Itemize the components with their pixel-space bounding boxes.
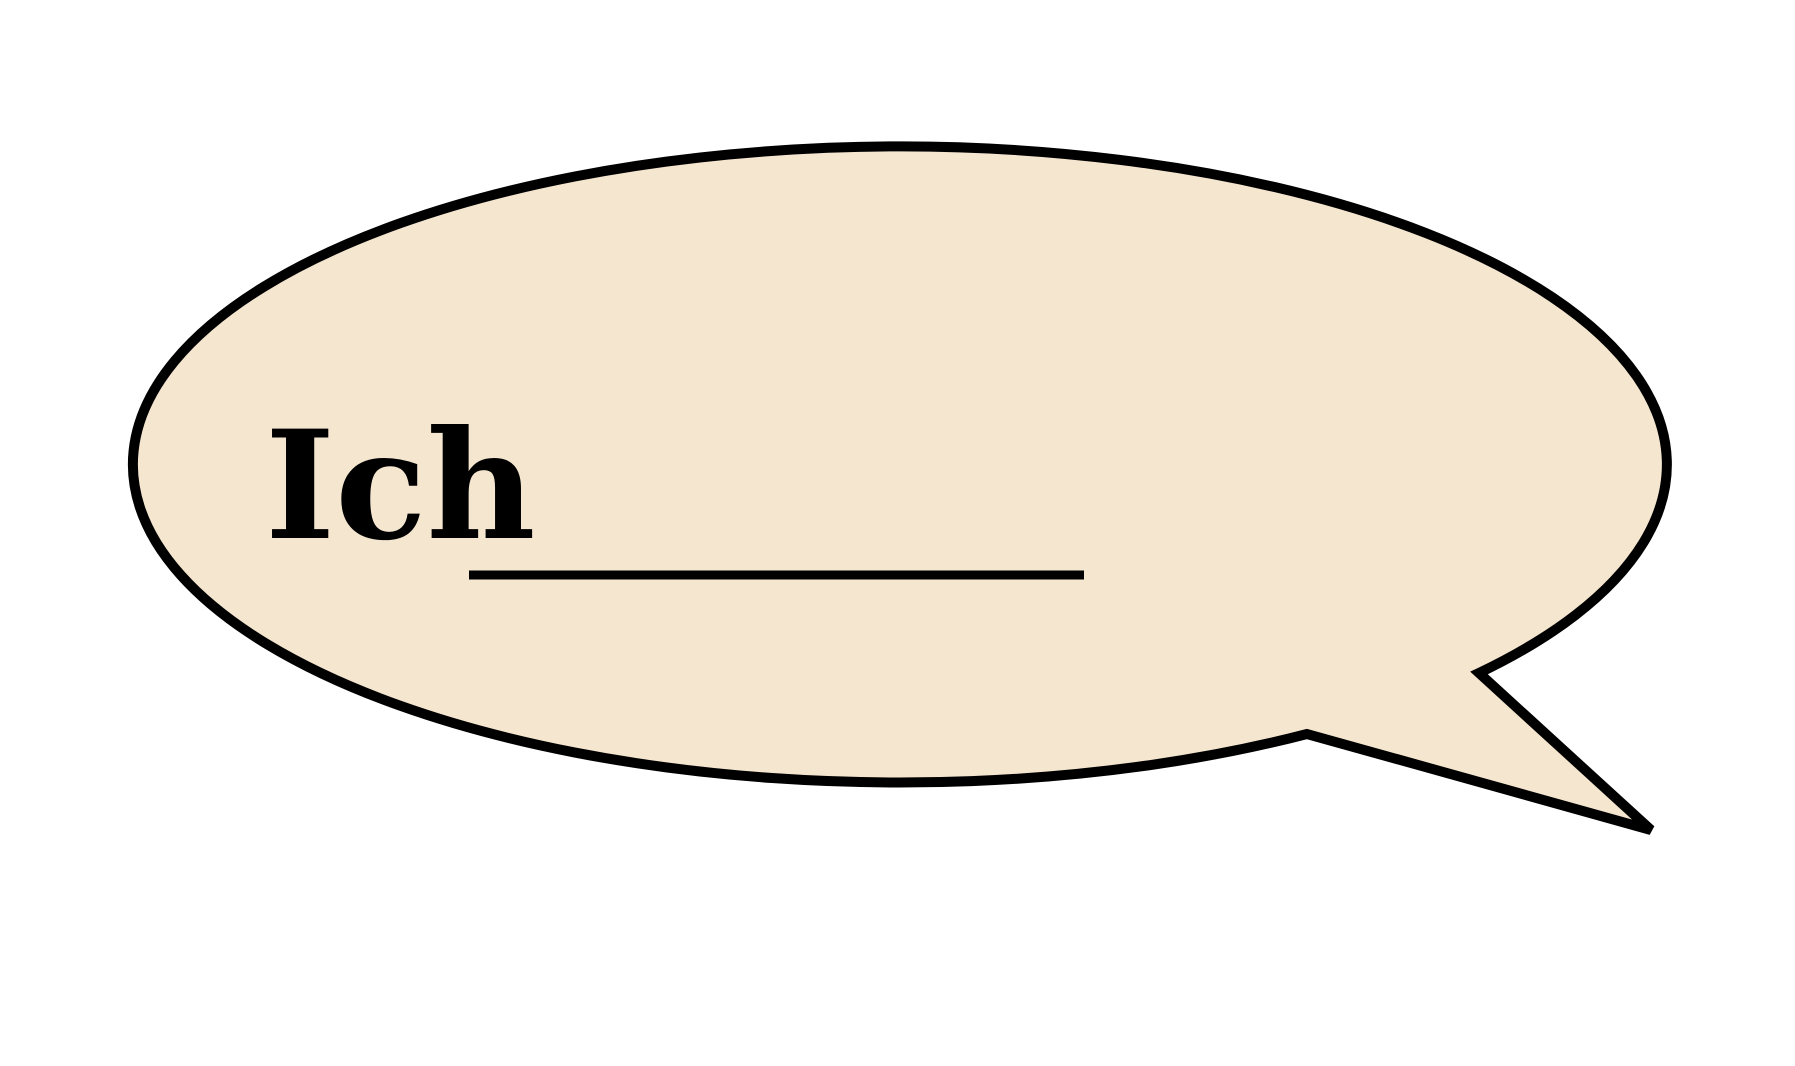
speech-bubble-shape [127,141,1672,835]
bubble-text: Ich [265,398,536,574]
